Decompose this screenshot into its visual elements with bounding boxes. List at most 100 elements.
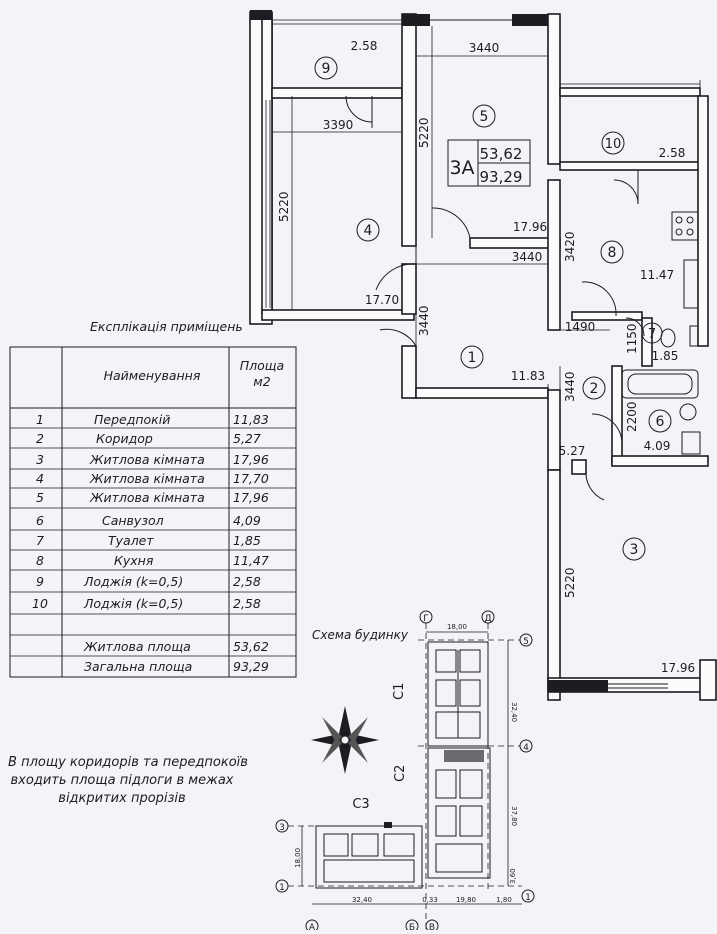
room-10-area: 2.58 [659,146,686,160]
section-c3 [315,822,423,889]
scheme-dim: 32,40 [352,896,372,904]
wall-kitchen-top [559,161,701,171]
wall-bath-west [611,365,623,465]
table-row-name: Житлова кімната [89,471,205,486]
apartment-type: 3А [449,157,474,179]
dim-3440-corr: 3440 [563,371,577,402]
room-10-number: 10 [605,137,622,152]
room-8-number: 8 [608,245,617,261]
building-scheme: Схема будинку Г Д 5 4 3 1 1 [275,610,535,933]
table-row-name: Житлова кімната [89,452,205,467]
table-row-area: 17,96 [233,490,269,505]
table-row-num: 10 [32,596,48,611]
table-row-num: 1 [36,412,44,427]
room-2-number: 2 [590,381,599,397]
door-bath [591,413,623,445]
door-entry [379,328,417,347]
bathtub-icon [621,369,699,399]
fixtures [621,211,701,455]
scheme-dim: 18,00 [294,848,302,868]
wall-room5-east [547,13,561,165]
compass-rose-icon [311,706,379,774]
room-1-marker [460,345,484,369]
area-room4: 17.70 [365,293,399,307]
door-loggia10 [613,179,639,205]
room-6-marker [648,409,672,433]
axis-marker [521,889,535,903]
table-row-area: 17,96 [233,452,269,467]
table-row-area: 1,85 [233,533,261,548]
room-5-number: 5 [480,109,489,125]
scheme-dim: 37,80 [510,806,518,826]
living-area-label: Житлова площа [83,639,191,654]
note-line-3: відкритих прорізів [58,791,185,806]
stove-icon [671,211,699,241]
door-loggia9 [345,95,373,123]
apartment-label: 3А 53,62 93,29 [447,139,531,187]
section-label-c2: С2 [393,765,408,782]
note-line-2: входить площа підлоги в межах [11,773,234,788]
room-7-number: 7 [648,327,656,342]
wall-west-inner [261,13,273,315]
table-row-area: 17,70 [233,471,269,486]
toilet-icon [660,328,676,348]
dim-5220-room3: 5220 [563,567,577,598]
table-row-area: 11,47 [233,553,269,568]
table-row-area: 5,27 [233,431,261,446]
table-row-area: 2,58 [233,574,261,589]
total-area-value: 93,29 [233,659,269,674]
wall-kitchen-bottom [571,311,643,321]
room-4-number: 4 [364,223,373,239]
section-c2 [427,747,491,879]
room-6-area: 4.09 [644,439,671,453]
axis-label: Б [409,923,415,930]
wall-bath-bottom [611,455,709,467]
dim-1150: 1150 [625,323,639,354]
scheme-dim: 3,60 [509,868,517,884]
dim-2200: 2200 [625,401,639,432]
apartment-living-area: 53,62 [480,145,523,163]
dim-3440-top: 3440 [469,41,500,55]
door-wc [625,317,645,337]
wall-room3-corner [548,680,608,692]
windows [265,19,701,308]
table-row-num: 9 [36,574,44,589]
table-row-name: Лоджія (k=0,5) [83,596,183,611]
room-3-area: 17.96 [661,661,695,675]
table-row-num: 6 [36,513,44,528]
room-9-area: 2.58 [351,39,378,53]
table-row-num: 4 [36,471,44,486]
axis-label: 5 [523,637,529,647]
door-kitchen [581,281,617,317]
dim-3420: 3420 [563,231,577,262]
wall-room3-notch [571,459,587,475]
axis-label: Г [423,614,429,624]
room-1-number: 1 [468,350,477,366]
explication-table: Експлікація приміщень Найменування Площа… [9,319,297,678]
room-2-area: 5.27 [559,444,586,458]
room-2-marker [582,376,606,400]
wall-corner [250,10,272,20]
room-3-number: 3 [630,542,639,558]
room-7-area: 1.85 [652,349,679,363]
dimension-lines [272,26,623,678]
wall-hall-west2 [401,345,417,399]
table-border [9,346,297,678]
table-row-name: Передпокій [94,412,170,427]
door-room3 [585,469,605,501]
dim-5220-room5: 5220 [417,117,431,148]
axis-label: Д [484,614,491,624]
table-row-name: Туалет [108,533,154,548]
wall-corr-west [547,389,561,471]
room-8-area: 11.47 [640,268,674,282]
dim-1490: 1490 [565,320,596,334]
explication-title: Експлікація приміщень [90,319,243,334]
dim-5220-room4: 5220 [277,191,291,222]
room-10-marker [601,131,625,155]
room-9-marker [314,56,338,80]
table-row-name: Житлова кімната [89,490,205,505]
axis-label: 1 [279,883,285,893]
scheme-dim: 19,80 [456,896,476,904]
area-room5: 17.96 [513,220,547,234]
